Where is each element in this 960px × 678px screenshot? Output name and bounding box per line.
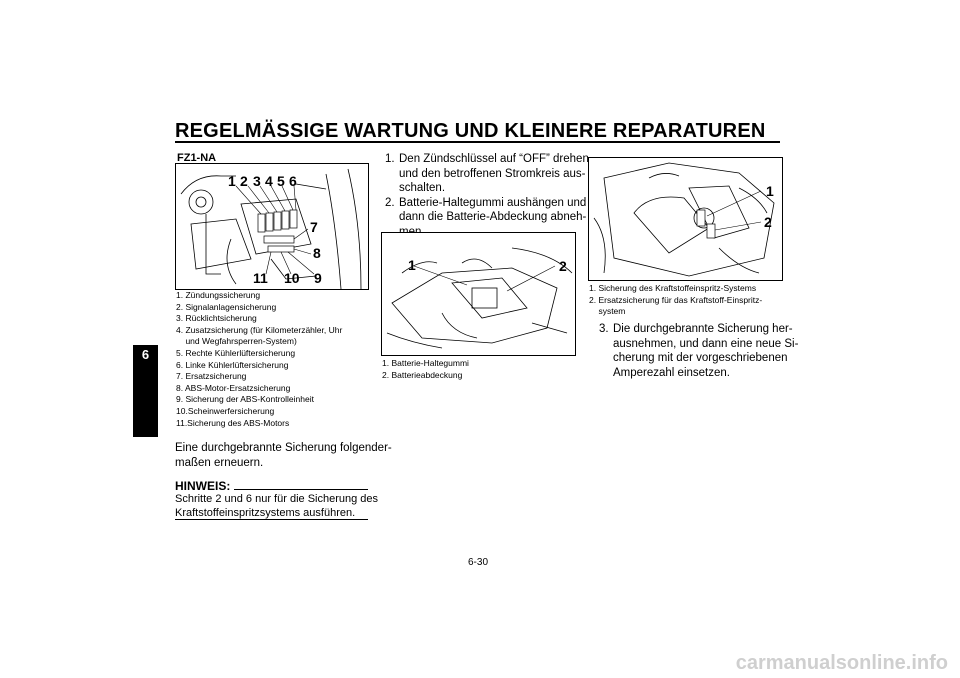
battery-cover-figure: 1 2	[381, 232, 576, 356]
caption-line: 11.Sicherung des ABS-Motors	[176, 417, 290, 428]
step-line: schalten.	[399, 182, 446, 195]
caption-line: und Wegfahrsperren-System)	[176, 336, 297, 347]
note-line: Kraftstoffeinspritzsystems ausführen.	[175, 507, 356, 519]
note-line: Schritte 2 und 6 nur für die Sicherung d…	[175, 493, 379, 505]
callout-10: 10	[284, 270, 300, 286]
callout-11: 11	[253, 270, 268, 286]
callout-1: 1	[228, 173, 236, 189]
note-end-rule	[175, 519, 368, 520]
step-line: dann die Batterie-Abdeckung abneh-	[399, 211, 587, 224]
callout-7: 7	[310, 219, 318, 235]
fuse-box-illustration	[180, 168, 362, 289]
intro-line: maßen erneuern.	[175, 456, 264, 469]
step-number: 1.	[385, 153, 395, 165]
chapter-tab: 6	[133, 345, 158, 437]
page-title: REGELMÄSSIGE WARTUNG UND KLEINERE REPARA…	[175, 120, 766, 142]
model-label: FZ1-NA	[177, 152, 217, 164]
caption-line: 10.Scheinwerfersicherung	[176, 405, 275, 416]
note-heading: HINWEIS:	[175, 479, 368, 493]
fi-fuse-illustration	[593, 162, 775, 277]
step-line: Die durchgebrannte Sicherung her-	[613, 323, 793, 335]
callout-2: 2	[764, 214, 772, 230]
step-3: 3. Die durchgebrannte Sicherung her- aus…	[599, 322, 798, 380]
watermark: carmanualsonline.info	[735, 652, 948, 674]
caption-line: 1. Sicherung des Kraftstoffeinspritz-Sys…	[589, 283, 757, 293]
intro-text: Eine durchgebrannte Sicherung folgender-…	[175, 441, 392, 470]
note-label: HINWEIS:	[175, 479, 231, 493]
callout-8: 8	[313, 245, 321, 261]
title-rule	[175, 141, 780, 143]
battery-captions: 1. Batterie-Haltegummi 2. Batterieabdeck…	[382, 358, 577, 381]
caption-line: system	[589, 306, 626, 317]
callout-4: 4	[265, 173, 273, 189]
fi-fuse-figure: 1 2	[588, 157, 783, 281]
caption-line: 2. Ersatzsicherung für das Kraftstoff-Ei…	[589, 294, 763, 305]
caption-line: 2. Signalanlagensicherung	[176, 301, 277, 312]
note-body: Schritte 2 und 6 nur für die Sicherung d…	[175, 492, 379, 520]
callout-2: 2	[240, 173, 248, 189]
caption-line: 6. Linke Kühlerlüftersicherung	[176, 359, 289, 370]
battery-cover-illustration	[386, 247, 573, 349]
step-number: 3.	[599, 323, 609, 335]
caption-line: 7. Ersatzsicherung	[176, 371, 247, 382]
step-line: und den betroffenen Stromkreis aus-	[399, 167, 586, 180]
step-item: 3. Die durchgebrannte Sicherung her- aus…	[599, 322, 798, 380]
callout-1: 1	[766, 183, 774, 199]
callout-6: 6	[289, 173, 297, 189]
caption-line: 9. Sicherung der ABS-Kontrolleinheit	[176, 394, 314, 405]
page-number: 6-30	[468, 557, 489, 568]
step-line: ausnehmen, und dann eine neue Si-	[613, 337, 799, 350]
fuse-box-figure: 1 2 3 4 5 6 7 8 9 10 11	[175, 163, 369, 290]
step-line: Batterie-Haltegummi aushängen und	[399, 196, 587, 209]
caption-line: 2. Batterieabdeckung	[382, 369, 463, 380]
intro-line: Eine durchgebrannte Sicherung folgender-	[175, 442, 392, 454]
caption-line: 3. Rücklichtsicherung	[176, 313, 257, 324]
callout-9: 9	[314, 270, 322, 286]
step-item: 1. Den Zündschlüssel auf “OFF” drehen un…	[385, 152, 589, 196]
step-line: cherung mit der vorgeschriebenen	[613, 352, 788, 365]
caption-line: 4. Zusatzsicherung (für Kilometerzähler,…	[176, 324, 343, 335]
callout-2: 2	[559, 258, 567, 274]
step-number: 2.	[385, 196, 395, 209]
fuse-captions: 1. Zündungssicherung 2. Signalanlagensic…	[176, 290, 371, 429]
caption-line: 8. ABS-Motor-Ersatzsicherung	[176, 382, 291, 393]
callout-3: 3	[253, 173, 261, 189]
step-line: Den Zündschlüssel auf “OFF” drehen	[399, 153, 589, 165]
caption-line: 1. Batterie-Haltegummi	[382, 358, 469, 368]
steps-1-2: 1. Den Zündschlüssel auf “OFF” drehen un…	[385, 152, 589, 240]
step-line: Amperezahl einsetzen.	[613, 366, 730, 379]
fi-fuse-captions: 1. Sicherung des Kraftstoffeinspritz-Sys…	[589, 283, 784, 318]
callout-5: 5	[277, 173, 285, 189]
note-heading-rule	[234, 489, 368, 490]
caption-line: 5. Rechte Kühlerlüftersicherung	[176, 347, 296, 358]
callout-1: 1	[408, 257, 416, 273]
caption-line: 1. Zündungssicherung	[176, 290, 261, 300]
